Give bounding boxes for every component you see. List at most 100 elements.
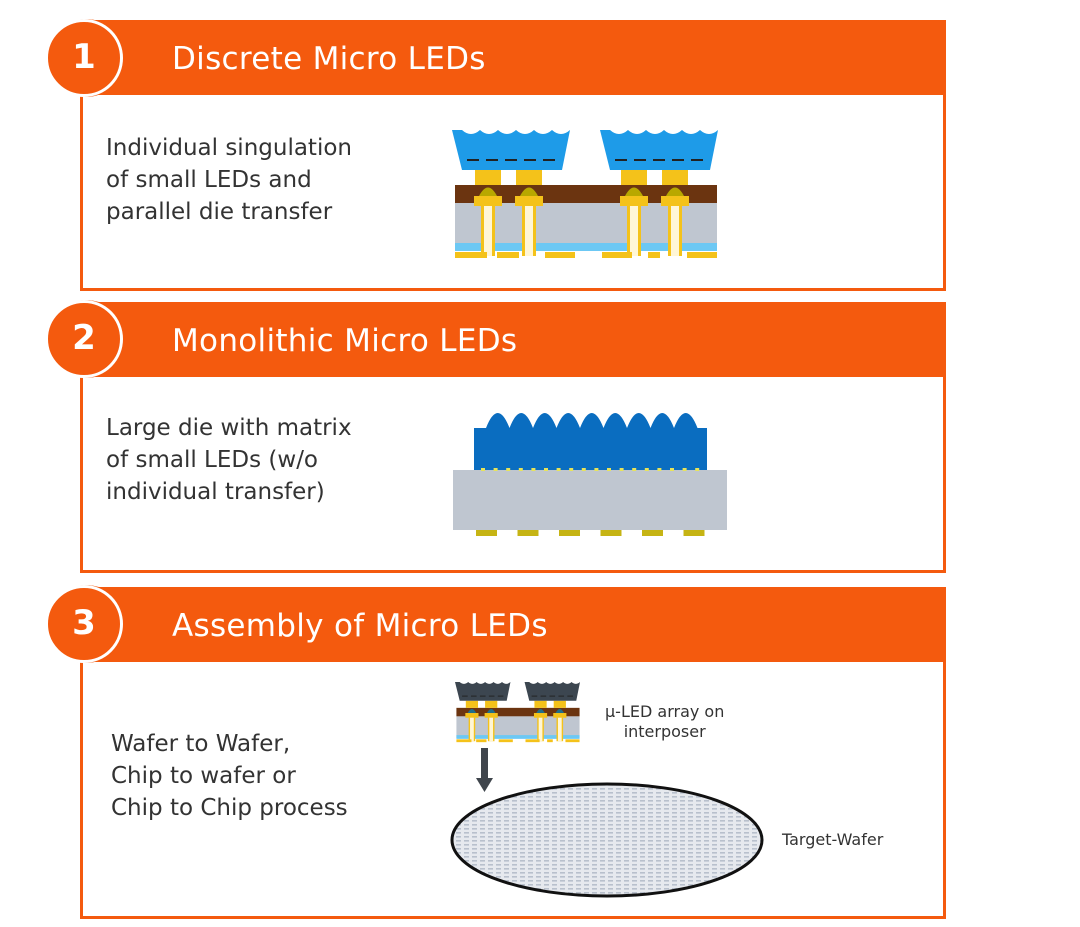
section-1-header: Discrete Micro LEDs [80,20,946,95]
micro-bump [581,468,586,471]
led-stack [455,682,581,743]
active-layer-dash [497,695,504,697]
section-3-description: Wafer to Wafer, Chip to wafer or Chip to… [111,731,348,821]
contact-pad [485,700,498,708]
bump-pad [553,713,567,718]
bottom-metal [547,739,553,743]
solder-bump [535,709,546,714]
via-core [489,717,494,742]
via-core [525,206,533,256]
micro-bump [657,468,662,471]
section-1-description: Individual singulation of small LEDs and… [106,135,352,225]
active-layer-dash [615,159,627,161]
bottom-metal [455,252,487,258]
arrow-down-icon [476,778,493,792]
monolithic-led-illustration [453,413,727,536]
active-layer-dash [558,695,565,697]
via-core [470,717,474,742]
contact-pad [475,170,501,185]
bump-pad [533,713,548,718]
micro-bump [632,468,637,471]
solder-bump [478,187,498,198]
bottom-metal [456,739,472,743]
bump-pad [620,196,648,206]
bottom-metal [497,252,519,258]
micro-bump [531,468,536,471]
substrate [453,470,727,530]
section-3-number-badge: 3 [45,585,123,663]
active-layer-dash [467,159,479,161]
target-wafer-label: Target-Wafer [782,830,884,849]
led-chip [600,130,718,170]
active-layer-dash [524,159,536,161]
active-layer-dash [479,695,486,697]
section-1-title: Discrete Micro LEDs [172,41,486,77]
solder-bump [467,709,477,714]
micro-bump [619,468,624,471]
micro-bump [607,468,611,471]
bottom-metal [545,252,575,258]
micro-bump [506,468,511,471]
contact-pad [662,170,688,185]
bump-pad [474,196,502,206]
contact-pad [465,700,479,708]
active-layer-dash [540,695,547,697]
via-core [538,717,543,742]
discrete-led-illustration [452,130,718,258]
micro-bump [569,468,574,471]
led-die [474,413,707,470]
bottom-pad [517,530,539,536]
bottom-pad [642,530,663,536]
active-layer-dash [549,695,556,697]
via-core [484,206,492,256]
micro-bump [670,468,674,471]
solder-bump [555,709,565,714]
contact-pad [621,170,647,185]
assembly-led-illustration [450,682,764,898]
led-stack [452,130,718,258]
section-2-title: Monolithic Micro LEDs [172,323,518,359]
cavity-fill [455,243,717,251]
contact-pad [516,170,542,185]
led-chip [524,682,581,701]
micro-bump [682,468,687,471]
micro-bump [556,468,561,471]
active-layer-dash [634,159,646,161]
solder-bump [519,187,539,198]
bottom-metal [525,739,540,743]
section-2-header: Monolithic Micro LEDs [80,302,946,377]
section-2-description: Large die with matrix of small LEDs (w/o… [106,415,352,505]
active-layer-dash [653,159,665,161]
bottom-pad [600,530,622,536]
solder-bump [486,709,496,714]
solder-bump [665,187,685,198]
bottom-pad [559,530,580,536]
section-2-number-badge: 2 [45,300,123,378]
led-array-label: μ-LED array on interposer [605,702,725,741]
section-3-title: Assembly of Micro LEDs [172,608,548,644]
micro-bump [594,468,599,471]
active-layer-dash [486,159,498,161]
bottom-metal [687,252,717,258]
substrate [456,716,580,738]
active-layer-dash [543,159,555,161]
contact-pad [534,700,547,708]
bottom-pad [683,530,705,536]
bump-pad [515,196,543,206]
via-core [671,206,679,256]
micro-bump [644,468,649,471]
bump-pad [661,196,689,206]
solder-bump [624,187,644,198]
arrow-shaft [481,748,488,780]
bottom-metal [648,252,660,258]
section-3-header: Assembly of Micro LEDs [80,587,946,662]
bump-pad [484,713,498,718]
active-layer-dash [470,695,477,697]
via-core [630,206,638,256]
bottom-metal [476,739,487,743]
active-layer-dash [567,695,573,697]
micro-bump [695,468,700,471]
bottom-pad [476,530,497,536]
section-1-number-badge: 1 [45,19,123,97]
